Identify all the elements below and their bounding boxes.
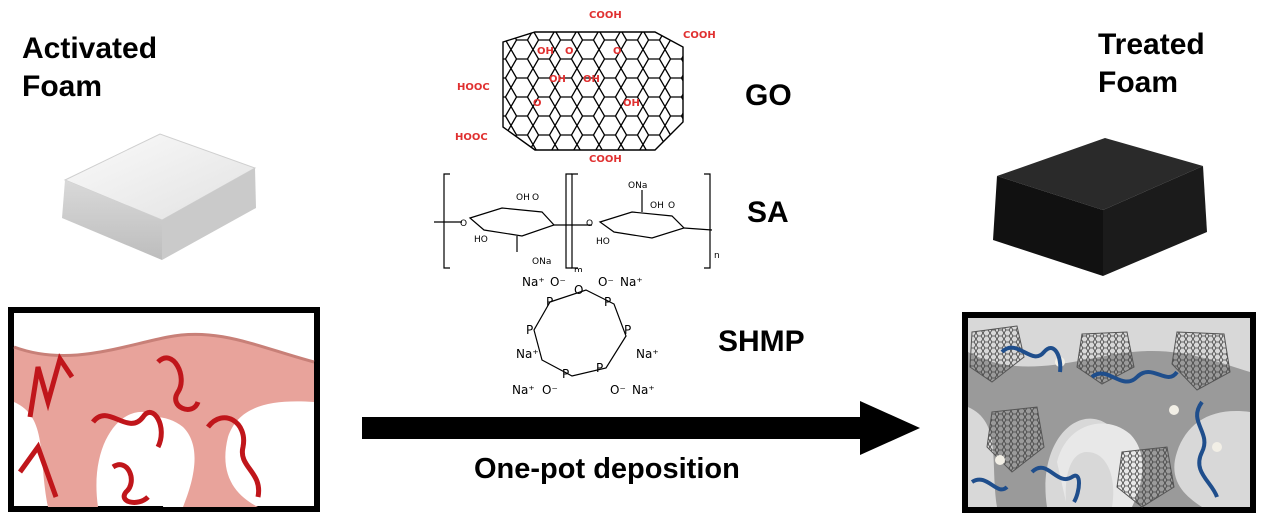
shmp-o-minus-3: O⁻ bbox=[542, 383, 558, 397]
go-oh-2: OH bbox=[549, 74, 566, 85]
go-oh-1: OH bbox=[537, 46, 554, 57]
go-oh-4: OH bbox=[623, 98, 640, 109]
sa-label: SA bbox=[747, 196, 789, 229]
shmp-o-minus-1: O⁻ bbox=[550, 275, 566, 289]
process-label: One-pot deposition bbox=[474, 453, 740, 485]
shmp-p-2: P bbox=[604, 295, 611, 309]
sa-o-2: O bbox=[586, 219, 593, 229]
activated-foam-microstructure bbox=[8, 307, 320, 512]
go-oh-3: OH bbox=[583, 74, 600, 85]
process-arrow bbox=[362, 401, 920, 455]
go-hooc-bottom-left: HOOC bbox=[455, 132, 488, 143]
go-o-1: O bbox=[565, 46, 574, 57]
sa-o-1: O bbox=[460, 219, 467, 229]
shmp-label: SHMP bbox=[718, 325, 805, 358]
sa-ona-top: ONa bbox=[628, 181, 647, 191]
go-cooh-top: COOH bbox=[589, 10, 622, 21]
go-o-2: O bbox=[613, 46, 622, 57]
graphene-oxide-sheets bbox=[969, 325, 1231, 508]
activated-foam-title: Activated Foam bbox=[22, 30, 157, 106]
shmp-p-4: P bbox=[526, 323, 533, 337]
shmp-o-bridge-1: O bbox=[574, 283, 583, 297]
activated-foam-title-line1: Activated bbox=[22, 32, 158, 65]
sa-o-ring-2: O bbox=[668, 201, 675, 211]
activated-foam-photo bbox=[62, 133, 257, 260]
shmp-na-4: Na⁺ bbox=[636, 347, 659, 361]
go-o-3: O bbox=[533, 98, 542, 109]
treated-foam-microstructure bbox=[962, 312, 1256, 513]
shmp-na-3: Na⁺ bbox=[516, 347, 539, 361]
shmp-o-minus-4: O⁻ bbox=[610, 383, 626, 397]
sa-oh-2: OH bbox=[650, 201, 664, 211]
sa-m: m bbox=[574, 266, 583, 272]
treated-foam-title-line1: Treated bbox=[1098, 28, 1205, 61]
go-cooh-bottom: COOH bbox=[589, 154, 622, 165]
shmp-p-6: P bbox=[562, 367, 569, 381]
shmp-na-6: Na⁺ bbox=[632, 383, 655, 397]
sa-o-ring-1: O bbox=[532, 193, 539, 203]
shmp-p-5: P bbox=[596, 361, 603, 375]
pink-foam-strut bbox=[13, 332, 315, 507]
shmp-structure: Na⁺ O⁻ O⁻ Na⁺ P P O P P Na⁺ Na⁺ P P Na⁺ … bbox=[512, 275, 659, 397]
shmp-p-1: P bbox=[546, 295, 553, 309]
blue-polymer-strands bbox=[970, 345, 1219, 504]
red-polymer-strands bbox=[17, 353, 262, 505]
go-hooc-left: HOOC bbox=[457, 82, 490, 93]
sa-ho-2: HO bbox=[596, 237, 610, 247]
treated-foam-photo bbox=[993, 138, 1207, 276]
activated-foam-title-line2: Foam bbox=[22, 70, 103, 103]
go-structure: COOH COOH HOOC HOOC COOH OH OH OH OH O O… bbox=[455, 10, 716, 165]
treated-foam-title-line2: Foam bbox=[1098, 66, 1179, 99]
shmp-na-1: Na⁺ bbox=[522, 275, 545, 289]
shmp-p-3: P bbox=[624, 323, 631, 337]
shmp-na-5: Na⁺ bbox=[512, 383, 535, 397]
sa-ho-1: HO bbox=[474, 235, 488, 245]
go-cooh-right: COOH bbox=[683, 30, 716, 41]
shmp-na-2: Na⁺ bbox=[620, 275, 643, 289]
treated-foam-title: Treated Foam bbox=[1098, 26, 1205, 102]
sa-n: n bbox=[714, 251, 720, 261]
shmp-o-minus-2: O⁻ bbox=[598, 275, 614, 289]
sa-structure: O O O O OH OH HO HO ONa ONa m n bbox=[434, 173, 720, 272]
sa-oh-1: OH bbox=[516, 193, 530, 203]
sa-ona-bottom: ONa bbox=[532, 257, 551, 267]
go-label: GO bbox=[745, 79, 792, 112]
